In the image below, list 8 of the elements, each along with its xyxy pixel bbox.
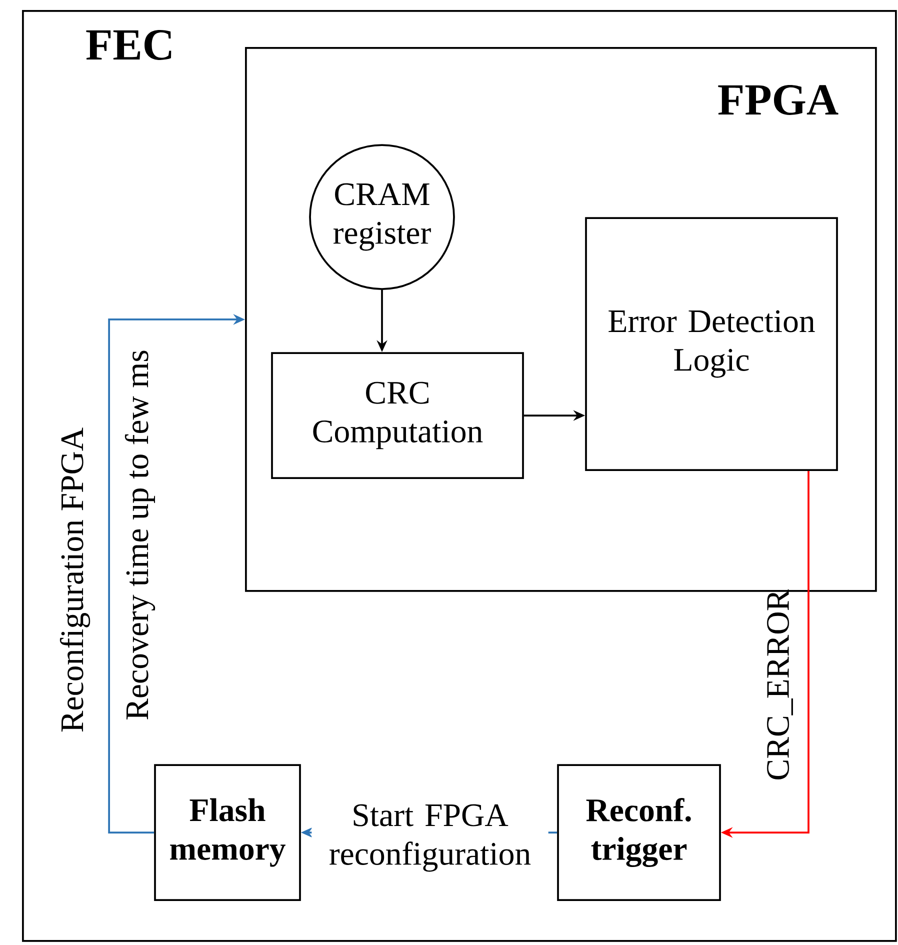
label-text: Recovery time up to few ms bbox=[124, 350, 156, 720]
edge-label: Start FPGA reconfiguration bbox=[312, 802, 548, 874]
process-box: Error Detection Logic bbox=[585, 217, 838, 471]
edge-label: CRC_ERROR bbox=[767, 589, 793, 780]
edge-label: Reconfiguration FPGA bbox=[60, 428, 90, 732]
process-box: Reconf. trigger bbox=[557, 764, 721, 901]
process-box: Flash memory bbox=[154, 764, 301, 901]
process-box: CRC Computation bbox=[271, 352, 524, 479]
